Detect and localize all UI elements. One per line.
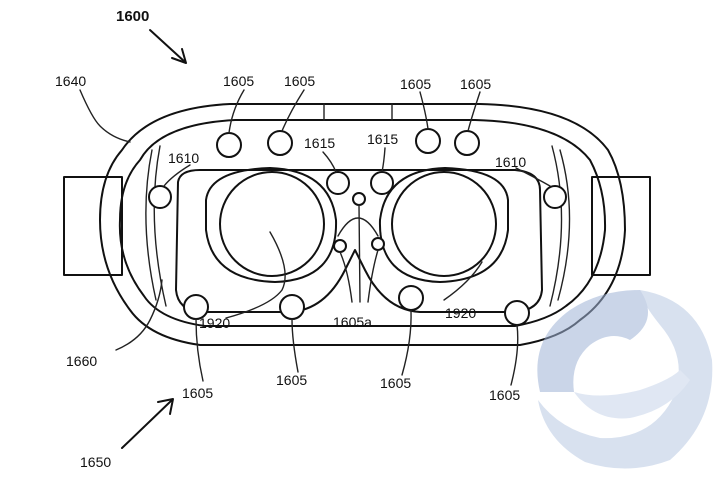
label-1605-bottom-3: 1605: [380, 375, 411, 391]
sensor-side-right: [543, 185, 567, 209]
leader-1605-top-1: [228, 89, 245, 134]
arrow-1600-head: [171, 48, 187, 64]
leader-1605-bottom-1: [195, 318, 204, 382]
leader-1660: [115, 279, 163, 351]
outer-frame: [99, 103, 626, 346]
label-1605a: 1605a: [333, 314, 372, 330]
left-foam: [145, 149, 157, 301]
label-1605-top-1: 1605: [223, 73, 254, 89]
label-1605-top-2: 1605: [284, 73, 315, 89]
left-lens: [219, 171, 325, 277]
right-foam: [557, 149, 571, 301]
arrow-1600: [149, 29, 186, 63]
frame-inner-rim: [118, 119, 607, 327]
sensor-inner-left: [326, 171, 350, 195]
label-1605-bottom-1: 1605: [182, 385, 213, 401]
watermark-logo-icon: [537, 290, 713, 469]
leader-1605-top-2: [281, 89, 305, 132]
leader-1605-top-3: [419, 91, 429, 130]
leader-1615-right: [381, 147, 386, 173]
sensor-inner-right: [370, 171, 394, 195]
sensor-bottom-2: [279, 294, 305, 320]
label-1920-right: 1920: [445, 305, 476, 321]
leader-1605-bottom-4: [510, 324, 519, 386]
leader-1605-top-4: [467, 91, 481, 132]
label-1605-bottom-4: 1605: [489, 387, 520, 403]
leader-1605a: [339, 204, 379, 303]
label-1610-right: 1610: [495, 154, 526, 170]
left-foam-2: [153, 145, 167, 307]
label-1615-left: 1615: [304, 135, 335, 151]
label-1660: 1660: [66, 353, 97, 369]
leader-1920-left: [225, 231, 286, 319]
right-lens: [391, 171, 497, 277]
leader-1610-right: [515, 167, 551, 187]
sensor-top-3: [415, 128, 441, 154]
sensor-top-1: [216, 132, 242, 158]
leader-1615-left: [322, 151, 337, 173]
sensor-nose-top: [352, 192, 366, 206]
arrow-1650-head: [157, 398, 174, 415]
sensor-nose-right: [371, 237, 385, 251]
right-strap: [591, 176, 651, 276]
label-1605-top-4: 1605: [460, 76, 491, 92]
label-figure-number: 1600: [116, 8, 149, 25]
leader-1605-bottom-2: [291, 318, 299, 373]
right-lens-housing: [378, 167, 509, 283]
arrow-1650: [121, 399, 173, 449]
label-1605-top-3: 1605: [400, 76, 431, 92]
label-1920-left: 1920: [199, 315, 230, 331]
frame-top-seam: [323, 103, 393, 121]
nose-bridge: [337, 217, 379, 237]
sensor-nose-left: [333, 239, 347, 253]
label-1610-left: 1610: [168, 150, 199, 166]
label-view-1650: 1650: [80, 454, 111, 470]
right-foam-2: [549, 145, 563, 307]
sensor-top-4: [454, 130, 480, 156]
label-1615-right: 1615: [367, 131, 398, 147]
leader-1920-right: [443, 261, 483, 301]
leader-1610-left: [163, 164, 191, 187]
left-strap: [63, 176, 123, 276]
label-1640: 1640: [55, 73, 86, 89]
sensor-bottom-3: [398, 285, 424, 311]
label-1605-bottom-2: 1605: [276, 372, 307, 388]
left-lens-housing: [205, 167, 338, 283]
sensor-side-left: [148, 185, 172, 209]
sensor-bottom-4: [504, 300, 530, 326]
leader-1605-bottom-3: [401, 309, 412, 376]
leader-1640: [79, 89, 131, 143]
sensor-top-2: [267, 130, 293, 156]
